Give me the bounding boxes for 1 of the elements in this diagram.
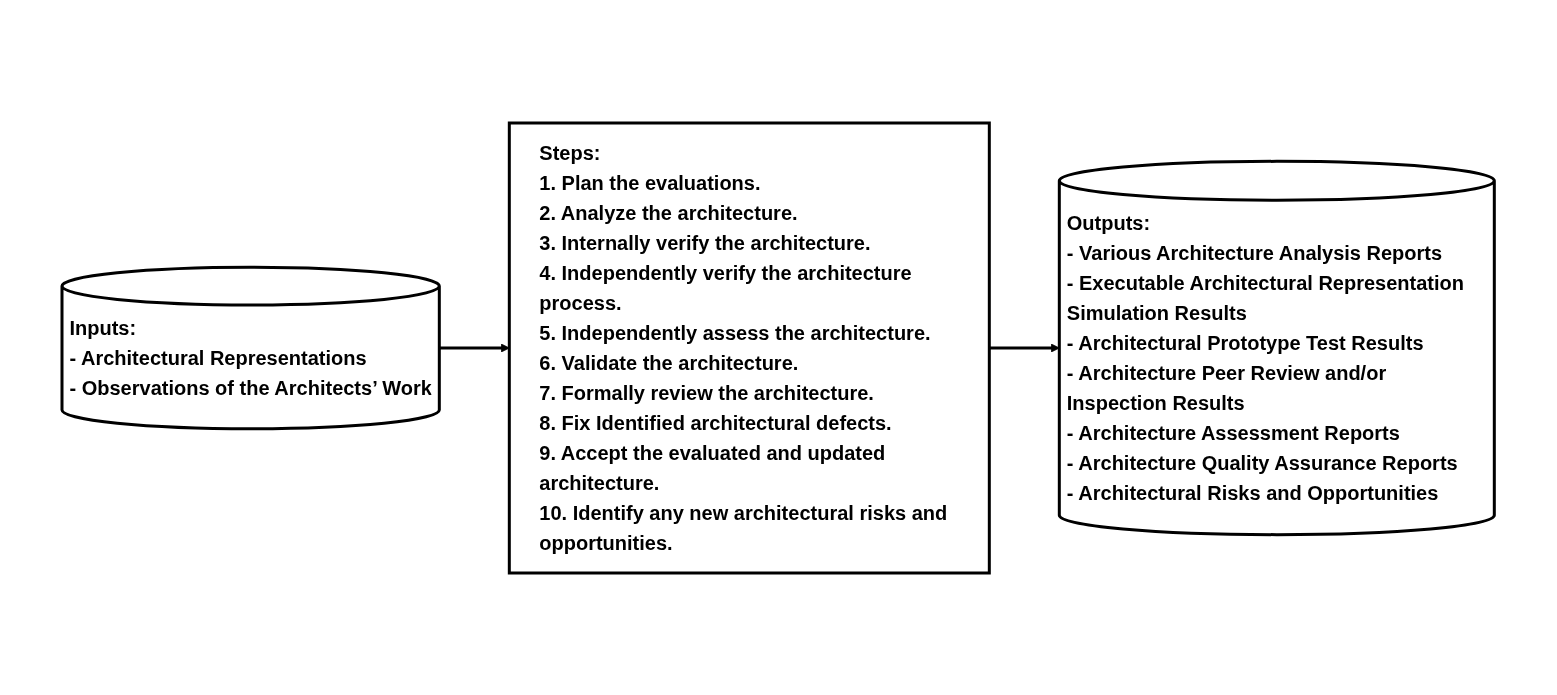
node-box: Steps: 1. Plan the evaluations. 2. Analyze the architecture. 3. Internally verify the architecture. 4. Independently verify the architecture process. 5. Independently assess the architecture. 6. Validate the architecture. 7. Formally review the architecture. 8. Fix Identified architectural defects. 9. Accept the evaluated and updated architecture. 10. Identify any new architectural risks and opportunities.: [508, 121, 992, 574]
